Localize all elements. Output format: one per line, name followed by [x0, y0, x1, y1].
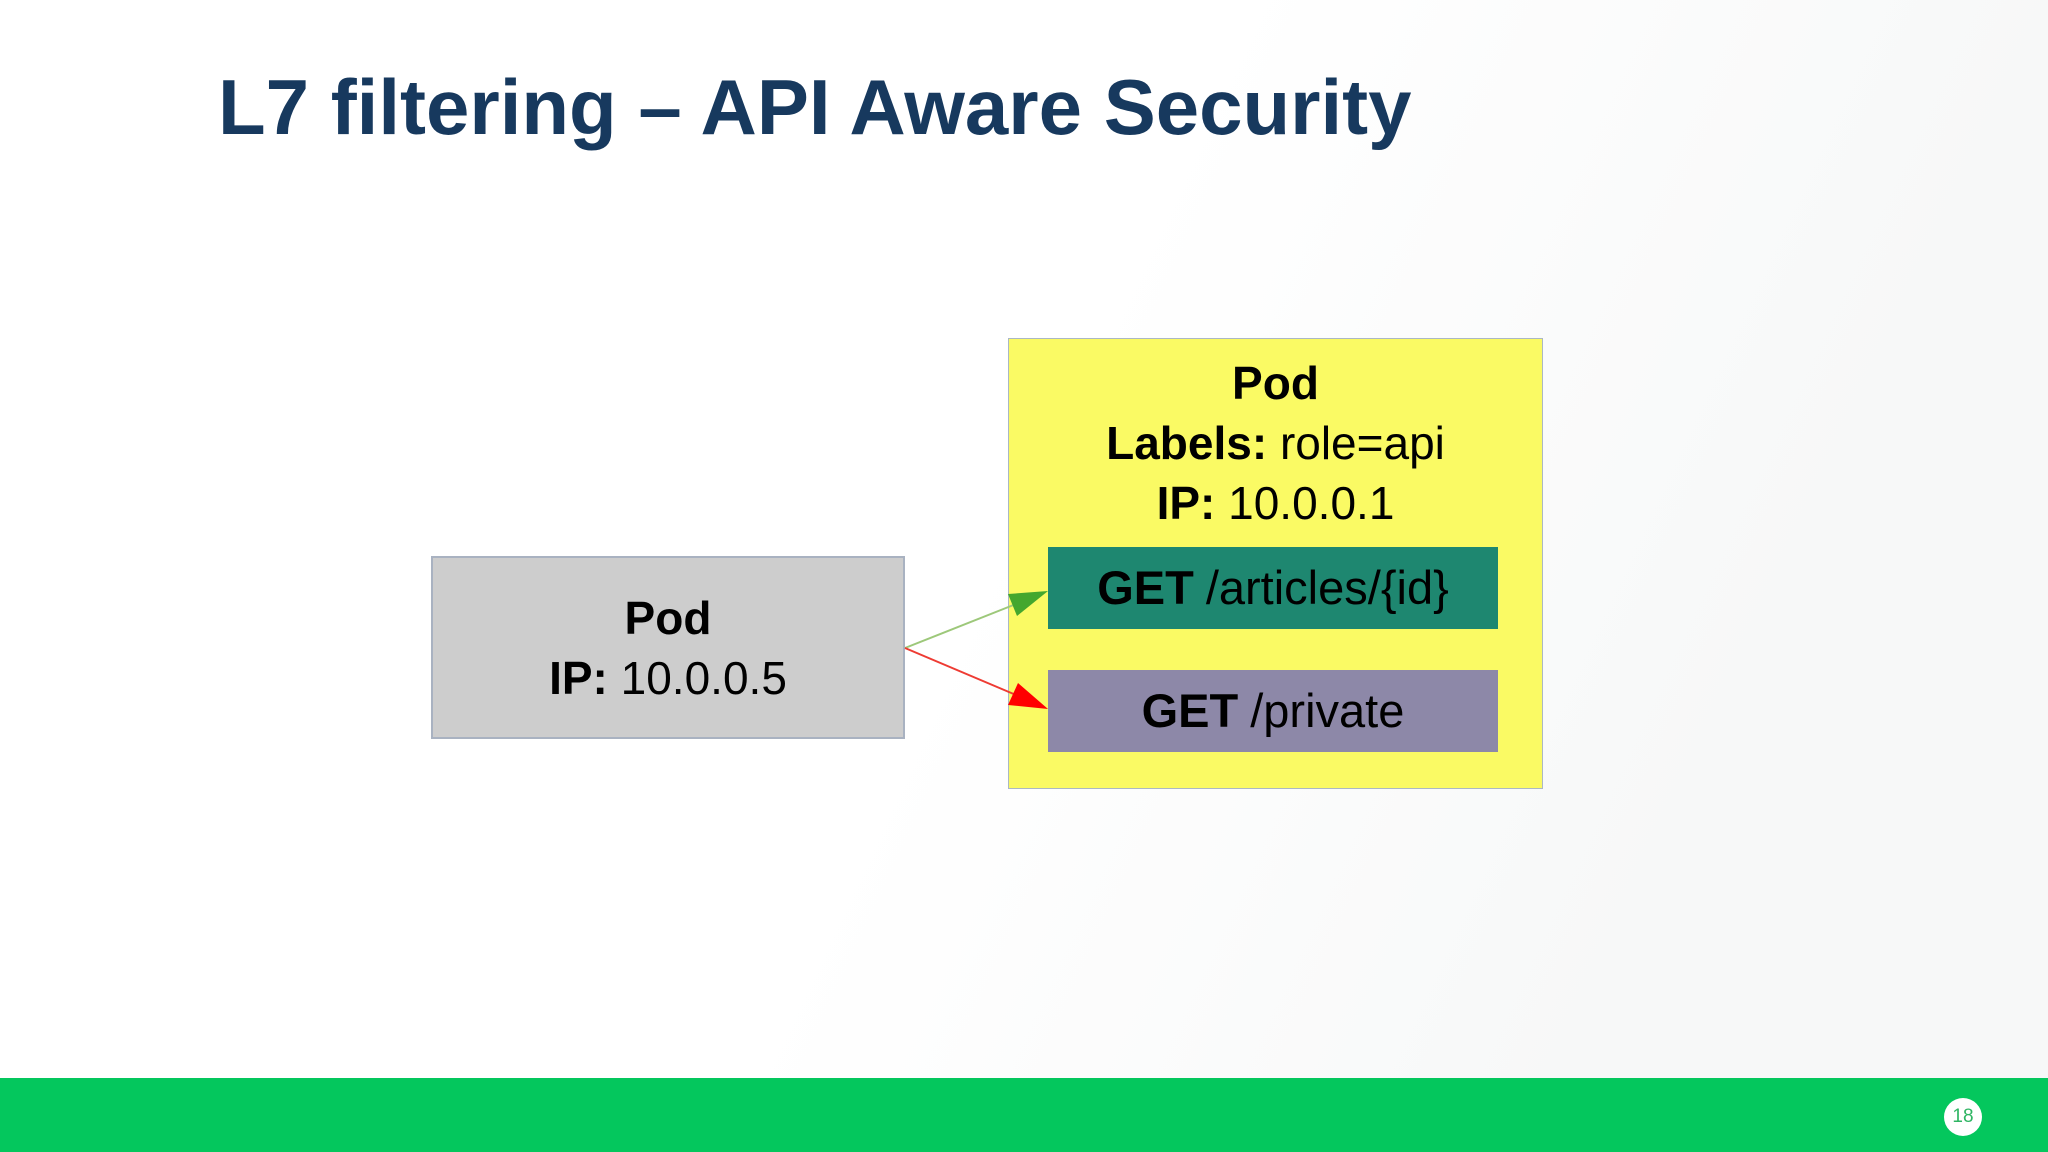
api-pod-ip-line: IP: 10.0.0.1: [1009, 473, 1542, 533]
api-pod-ip-value: 10.0.0.1: [1228, 477, 1395, 529]
footer-bar: [0, 1078, 2048, 1152]
api-pod-labels-label: Labels:: [1106, 417, 1268, 469]
denied-endpoint-path: /private: [1250, 684, 1405, 737]
api-pod-title: Pod: [1232, 357, 1319, 409]
client-pod-ip-line: IP: 10.0.0.5: [549, 648, 787, 708]
page-number-badge: 18: [1944, 1098, 1982, 1136]
client-pod-ip-label: IP:: [549, 651, 608, 704]
page-number: 18: [1952, 1106, 1974, 1127]
slide-title: L7 filtering – API Aware Security: [218, 63, 1412, 151]
client-pod-box: Pod IP: 10.0.0.5: [431, 556, 905, 739]
client-pod-ip-value: 10.0.0.5: [620, 651, 787, 704]
api-pod-box: Pod Labels: role=api IP: 10.0.0.1 GET /a…: [1008, 338, 1543, 789]
denied-arrow-line: [904, 647, 1017, 696]
allowed-endpoint-box: GET /articles/{id}: [1048, 547, 1498, 629]
api-pod-ip-label: IP:: [1156, 477, 1216, 529]
denied-endpoint-method: GET: [1141, 684, 1239, 737]
allowed-endpoint-method: GET: [1097, 561, 1194, 614]
allowed-arrow-line: [904, 603, 1017, 649]
api-pod-labels-line: Labels: role=api: [1009, 413, 1542, 473]
client-pod-title: Pod: [624, 591, 712, 644]
api-pod-labels-value: role=api: [1279, 417, 1445, 469]
allowed-endpoint-path: /articles/{id}: [1205, 561, 1449, 614]
denied-endpoint-box: GET /private: [1048, 670, 1498, 752]
